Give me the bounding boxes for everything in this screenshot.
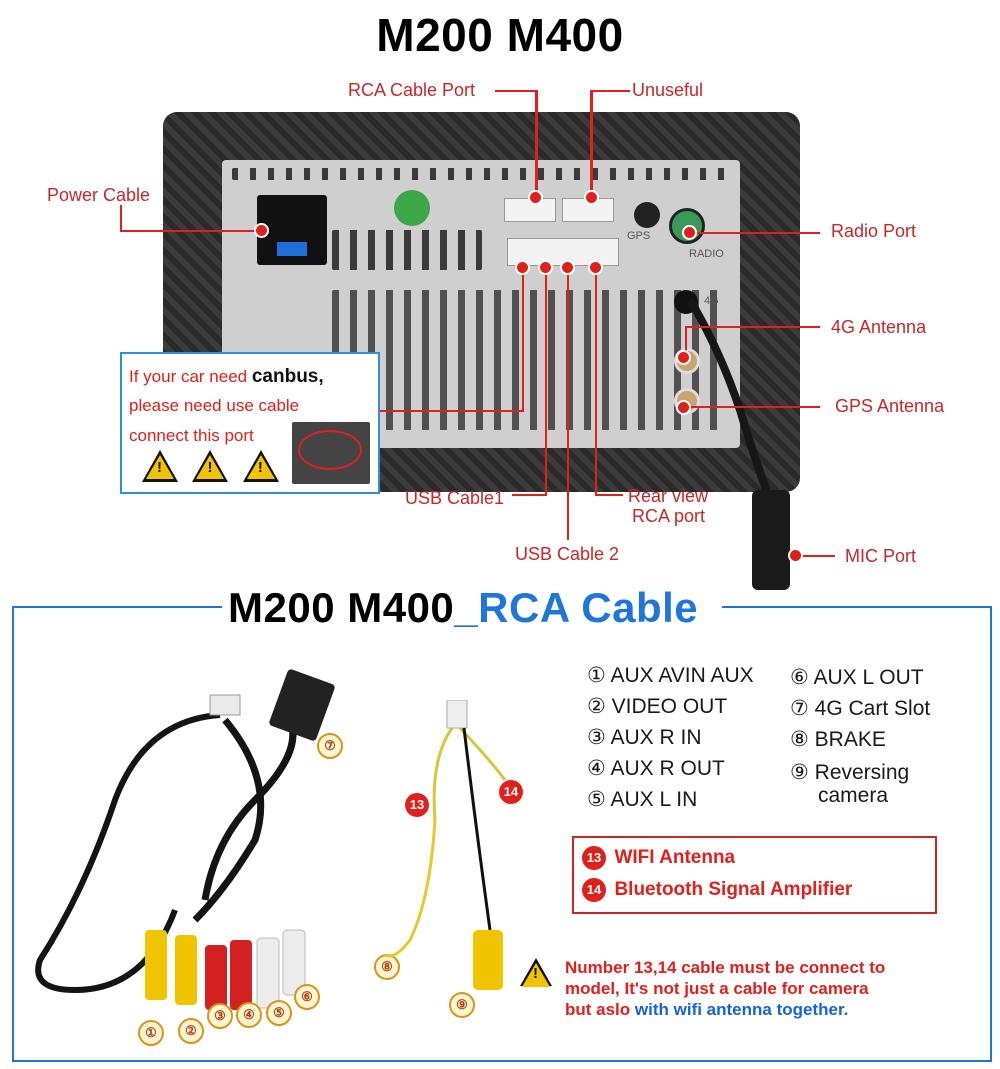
- canbus-line1-prefix: If your car need: [129, 367, 252, 386]
- callout-radio-port: Radio Port: [831, 221, 917, 241]
- radio-label: RADIO: [689, 248, 724, 260]
- callout-gps-antenna: GPS Antenna: [835, 396, 945, 416]
- gps-label: GPS: [627, 230, 651, 242]
- legend-item-9: ⑨ Reversing: [790, 761, 910, 784]
- mic-cable: [686, 297, 790, 590]
- callout-power-cable: Power Cable: [47, 185, 151, 205]
- notice-warning-icon: !: [520, 958, 562, 991]
- bt-badge: 14: [582, 878, 606, 902]
- notice-line2: model, It's not just a cable for camera: [565, 979, 869, 998]
- rca-connector: [504, 198, 556, 222]
- warning-icon: !: [520, 958, 552, 987]
- legend-item-2: ② VIDEO OUT: [587, 695, 728, 718]
- canbus-line1-bold: canbus,: [251, 366, 324, 387]
- 4g-label: 4G: [704, 295, 719, 307]
- callout-usb-cable1: USB Cable1: [405, 488, 505, 508]
- callout-mic-port: MIC Port: [845, 546, 917, 566]
- radio-port: [669, 208, 705, 244]
- callout-rear-view-line1: Rear view: [628, 486, 709, 506]
- canbus-line3: connect this port: [129, 426, 254, 445]
- canbus-port-photo: [292, 422, 370, 484]
- legend-item-1: ① AUX AVIN AUX: [587, 664, 754, 687]
- legend-item-9-cont: camera: [818, 784, 889, 807]
- notice-text: Number 13,14 cable must be connect to mo…: [565, 957, 985, 1020]
- badge-14: 14: [499, 780, 523, 804]
- notice-line3-blue: with wifi antenna together.: [634, 1000, 849, 1019]
- cable-marker-7: ⑦: [317, 733, 343, 759]
- notice-line3-red: but aslo: [565, 1000, 635, 1019]
- green-sticker: [394, 190, 430, 226]
- wifi-bt-cable: [384, 700, 507, 990]
- canbus-line2: please need use cable: [129, 396, 300, 415]
- wifi-badge: 13: [582, 846, 606, 870]
- rca-cable-illustration: [35, 669, 335, 1010]
- callout-unuseful: Unuseful: [632, 80, 704, 100]
- warning-icon: !: [142, 450, 178, 482]
- gps-antenna-port: [674, 388, 700, 414]
- legend-item-6: ⑥ AUX L OUT: [790, 666, 924, 689]
- cable-marker-9: ⑨: [449, 992, 475, 1018]
- unuseful-connector: [562, 198, 614, 222]
- callout-4g-antenna: 4G Antenna: [831, 317, 927, 337]
- warning-icon: !: [242, 450, 279, 482]
- legend-item-3: ③ AUX R IN: [587, 726, 702, 749]
- notice-line1: Number 13,14 cable must be connect to: [565, 958, 886, 977]
- wifi-antenna-label: WIFI Antenna: [614, 846, 736, 868]
- power-connector-clip: [277, 242, 307, 256]
- callout-usb-cable2: USB Cable 2: [515, 544, 620, 564]
- callout-rca-cable-port: RCA Cable Port: [348, 80, 476, 100]
- wifi-bt-box: 13 WIFI Antenna 14 Bluetooth Signal Ampl…: [572, 836, 937, 914]
- cable-marker-3: ③: [207, 1003, 233, 1029]
- badge-13: 13: [405, 793, 429, 817]
- cable-marker-4: ④: [236, 1002, 262, 1028]
- notice-line3: but aslo with wifi antenna together.: [565, 999, 985, 1020]
- rca-title-black: M200 M400: [228, 584, 455, 631]
- rca-title: M200 M400_RCA Cable: [228, 584, 698, 632]
- bt-amplifier-label: Bluetooth Signal Amplifier: [614, 878, 853, 900]
- cable-marker-2: ②: [178, 1018, 204, 1044]
- legend-item-4: ④ AUX R OUT: [587, 757, 725, 780]
- cable-marker-8: ⑧: [374, 954, 400, 980]
- wifi-row: 13 WIFI Antenna: [582, 846, 735, 870]
- canbus-line1: If your car need canbus,: [129, 366, 324, 388]
- legend-item-8: ⑧ BRAKE: [790, 728, 886, 751]
- cable-marker-1: ①: [138, 1020, 164, 1046]
- metal-backplate: GPS RADIO 4G: [222, 160, 740, 448]
- canbus-info-box: If your car need canbus, please need use…: [120, 352, 380, 494]
- legend-item-7: ⑦ 4G Cart Slot: [790, 697, 931, 720]
- legend-item-5: ⑤ AUX L IN: [587, 788, 698, 811]
- bt-row: 14 Bluetooth Signal Amplifier: [582, 878, 852, 902]
- warning-icons: ! ! !: [142, 450, 289, 487]
- callout-rear-view-line2: RCA port: [632, 506, 706, 526]
- rca-title-blue: _RCA Cable: [454, 584, 699, 631]
- warning-icon: !: [192, 450, 229, 482]
- cable-marker-5: ⑤: [266, 1000, 292, 1026]
- gps-port: [634, 202, 660, 228]
- cable-marker-6: ⑥: [294, 984, 320, 1010]
- page-title: M200 M400: [376, 9, 624, 61]
